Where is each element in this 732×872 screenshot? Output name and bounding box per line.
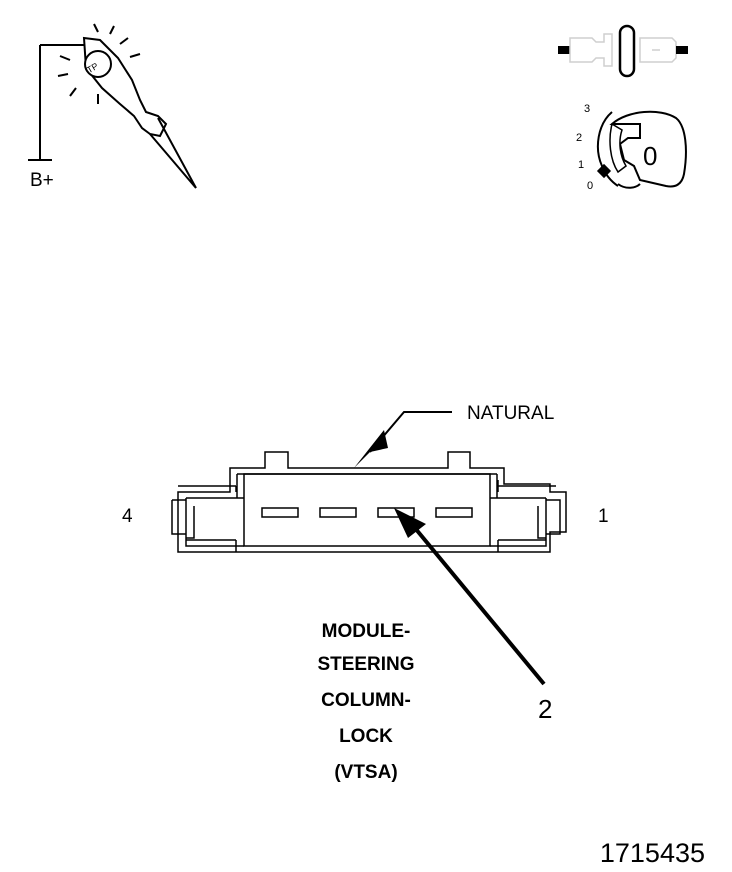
terminal-callout-number: 2	[538, 694, 552, 724]
connector-housing-outer	[177, 451, 567, 553]
pin-number-right: 1	[598, 506, 609, 527]
component-name-line-5: (VTSA)	[334, 762, 397, 783]
component-name-line-2: STEERING	[317, 654, 414, 675]
test-lamp-tp-label: TP	[85, 61, 100, 75]
b-plus-label: B+	[30, 170, 54, 191]
light-rays-icon	[57, 23, 141, 104]
left-latch	[171, 497, 244, 547]
connector-body	[171, 451, 567, 553]
terminal-slot-4	[261, 507, 299, 518]
ignition-position-3: 3	[584, 103, 590, 115]
test-lamp-probe	[149, 117, 197, 189]
ignition-position-2: 2	[576, 132, 582, 144]
ignition-position-1: 1	[578, 159, 584, 171]
terminal-callout-arrow	[394, 508, 546, 686]
natural-label: NATURAL	[467, 403, 554, 424]
component-name-line-3: COLUMN-	[321, 690, 411, 711]
connector-disconnect-icon	[558, 24, 688, 78]
pin-number-left: 4	[122, 506, 133, 527]
figure-number: 1715435	[600, 838, 705, 868]
right-latch	[490, 497, 561, 547]
terminal-slot-3	[319, 507, 357, 518]
natural-leader-arrow	[354, 411, 452, 468]
ignition-position-0: 0	[587, 180, 593, 192]
ignition-current-position: 0	[643, 141, 657, 171]
component-name-line-4: LOCK	[339, 726, 393, 747]
component-name-line-1: MODULE-	[322, 621, 411, 642]
terminal-slot-1	[435, 507, 473, 518]
ignition-pointer-icon	[596, 163, 612, 179]
test-lamp-group	[28, 23, 197, 189]
test-lamp-bulb-icon	[84, 50, 112, 78]
connector-housing-inner	[243, 473, 491, 547]
terminal-slot-2	[377, 507, 415, 518]
ignition-switch-icon	[596, 110, 687, 189]
